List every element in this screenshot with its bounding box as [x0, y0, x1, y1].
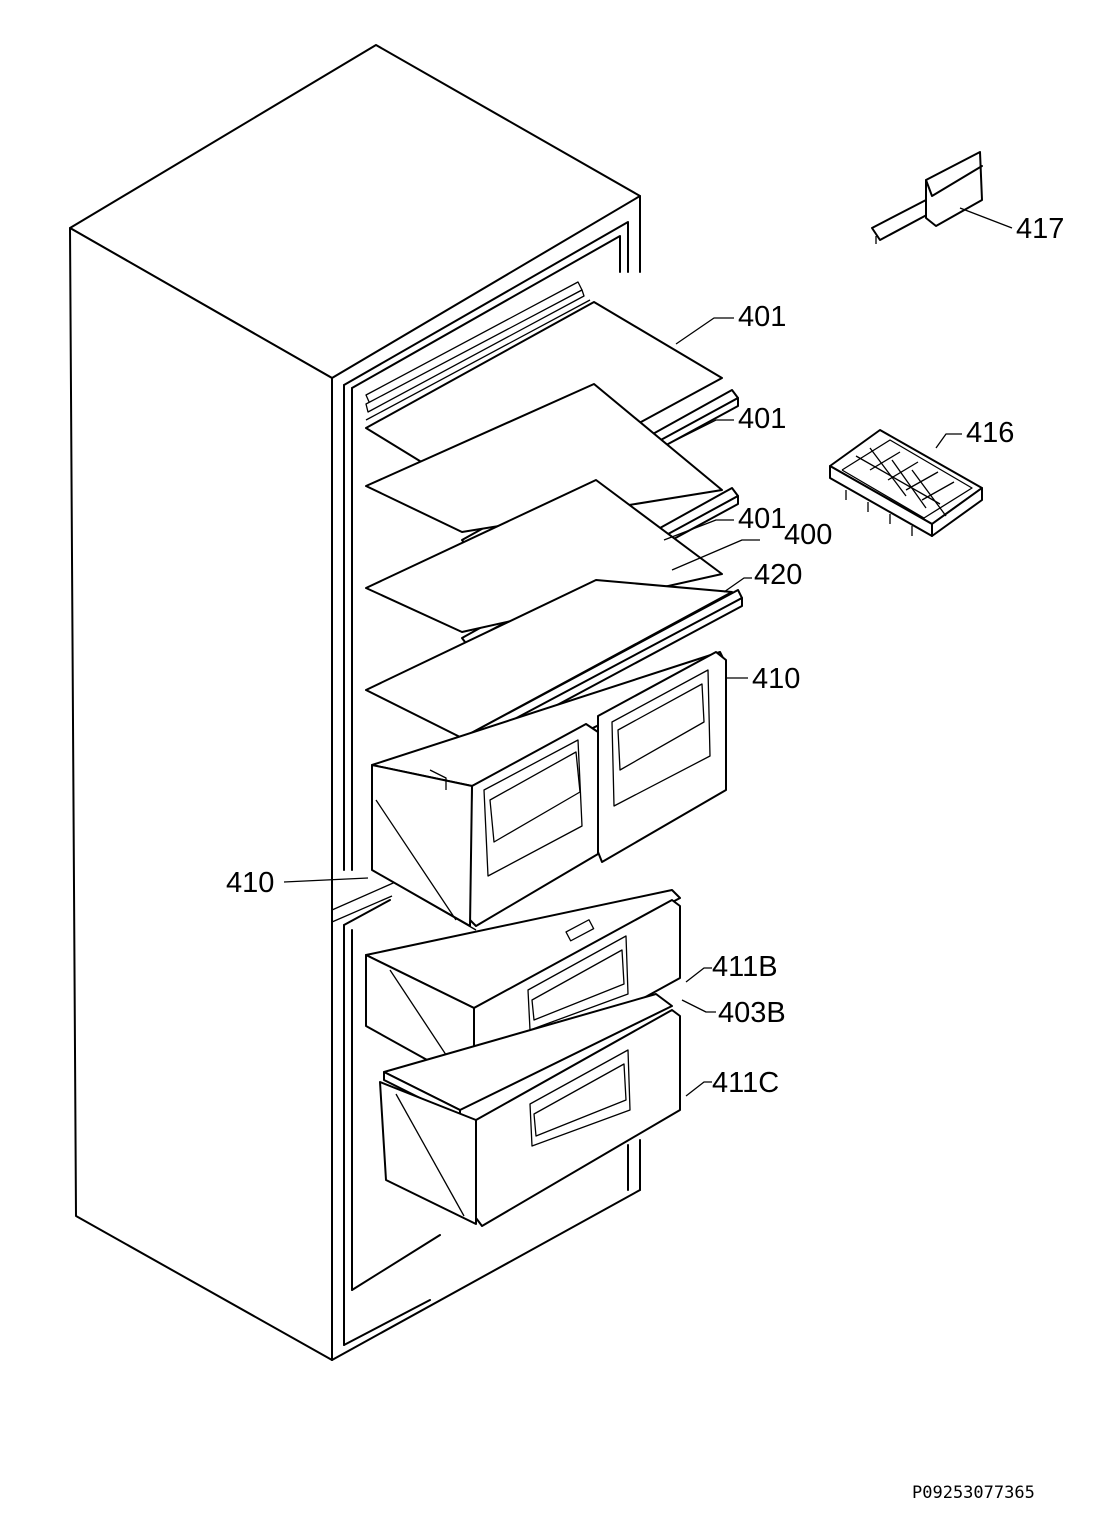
- label-411b: 411B: [712, 951, 778, 983]
- door-frame-top: [343, 221, 629, 386]
- label-420: 420: [754, 559, 802, 591]
- cabinet: [69, 44, 641, 1361]
- upper-drawers: [371, 651, 727, 931]
- ice-cube-tray-416: [829, 429, 983, 537]
- label-411c: 411C: [712, 1067, 779, 1099]
- label-401-shelf-1: 401: [738, 301, 786, 333]
- label-417: 417: [1016, 213, 1064, 245]
- label-410-right: 410: [752, 663, 800, 695]
- glass-shelf-3: [365, 479, 723, 633]
- label-400: 400: [784, 519, 832, 551]
- label-416: 416: [966, 417, 1014, 449]
- ice-scraper-417: [871, 151, 983, 244]
- label-410-left: 410: [226, 867, 274, 899]
- rear-rail: [365, 281, 591, 421]
- cabinet-bottom-edge: [331, 1189, 641, 1361]
- diagram-reference-code: P09253077365: [912, 1483, 1035, 1503]
- cabinet-side: [69, 227, 333, 1361]
- freezer-drawer-411c: [379, 1009, 681, 1227]
- leader-lines: [283, 207, 1013, 1097]
- label-401-shelf-2: 401: [738, 403, 786, 435]
- label-403b: 403B: [718, 997, 786, 1029]
- label-401-shelf-3: 401: [738, 503, 786, 535]
